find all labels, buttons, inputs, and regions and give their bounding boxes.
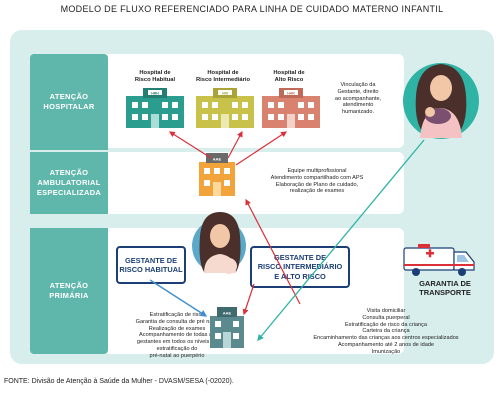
arrow-maternity-to-aps [257, 139, 425, 342]
pregnant-woman-icon [192, 212, 246, 274]
mother-baby-icon [403, 63, 479, 139]
arrow-aae-to-hospital-intermediario [227, 130, 243, 159]
hospital-intermediario-icon: HRI [196, 88, 254, 128]
aae-sign: AAE [213, 157, 222, 162]
arrow-aps-to-aae [245, 198, 301, 305]
arrow-alto-to-aps [242, 283, 255, 316]
ambulance-icon [403, 244, 475, 276]
hospital-habitual-sign: HRH [151, 92, 159, 96]
hospital-alto-sign: HAR [287, 92, 295, 96]
level-hospitalar-line-2: HOSPITALAR [43, 102, 95, 111]
level-hospitalar-line-1: ATENÇÃO [49, 91, 89, 101]
level-ambulatorial-line-3: ESPECIALIZADA [36, 188, 102, 198]
arrow-habitual-to-aps [149, 279, 208, 317]
aps-sign: AAE [223, 311, 232, 316]
source-note: FONTE: Divisão de Atenção à Saúde da Mul… [4, 378, 234, 385]
level-primaria-line-2: PRIMÁRIA [49, 291, 89, 300]
arrow-aae-to-hospital-habitual [168, 131, 212, 159]
arrow-aae-to-hospital-alto [235, 131, 288, 166]
level-ambulatorial-line-1: ATENÇÃO [49, 167, 89, 177]
aps-building-icon: AAE [210, 307, 244, 348]
hospital-intermediario-sign: HRI [222, 92, 228, 96]
hospital-habitual-icon: HRH [126, 88, 184, 128]
level-primaria-line-1: ATENÇÃO [49, 280, 89, 290]
level-ambulatorial-line-2: AMBULATORIAL [37, 177, 101, 187]
page-title: MODELO DE FLUXO REFERENCIADO PARA LINHA … [60, 4, 444, 14]
aae-building-icon: AAE [199, 153, 235, 196]
hospital-alto-risco-icon: HAR [262, 88, 320, 128]
